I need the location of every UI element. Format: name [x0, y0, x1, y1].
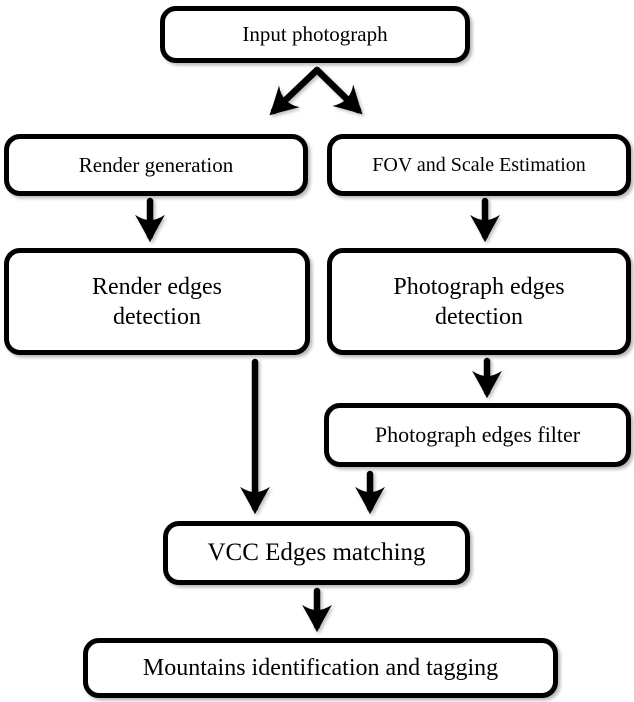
node-render-edges-detection: Render edges detection: [4, 248, 310, 355]
node-photograph-edges-filter: Photograph edges filter: [324, 403, 631, 467]
node-render-edges-detection-label: Render edges detection: [92, 273, 222, 330]
arrow-input-to-render-generation: [269, 66, 321, 116]
node-input-photograph: Input photograph: [160, 6, 470, 63]
node-fov-and-scale-estimation-label: FOV and Scale Estimation: [372, 153, 586, 176]
node-photograph-edges-filter-label: Photograph edges filter: [374, 422, 581, 448]
node-mountains-identification-and-tagging: Mountains identification and tagging: [83, 638, 558, 698]
arrow-input-to-fov-scale: [313, 66, 363, 115]
node-vcc-edges-matching: VCC Edges matching: [163, 521, 470, 585]
node-fov-and-scale-estimation: FOV and Scale Estimation: [327, 134, 631, 196]
node-input-photograph-label: Input photograph: [242, 22, 388, 47]
node-render-generation: Render generation: [4, 134, 308, 196]
node-mountains-identification-and-tagging-label: Mountains identification and tagging: [142, 655, 499, 681]
node-photograph-edges-detection-label: Photograph edges detection: [393, 273, 565, 330]
node-photograph-edges-detection: Photograph edges detection: [327, 248, 631, 355]
node-render-generation-label: Render generation: [78, 152, 234, 177]
node-vcc-edges-matching-label: VCC Edges matching: [207, 539, 426, 567]
